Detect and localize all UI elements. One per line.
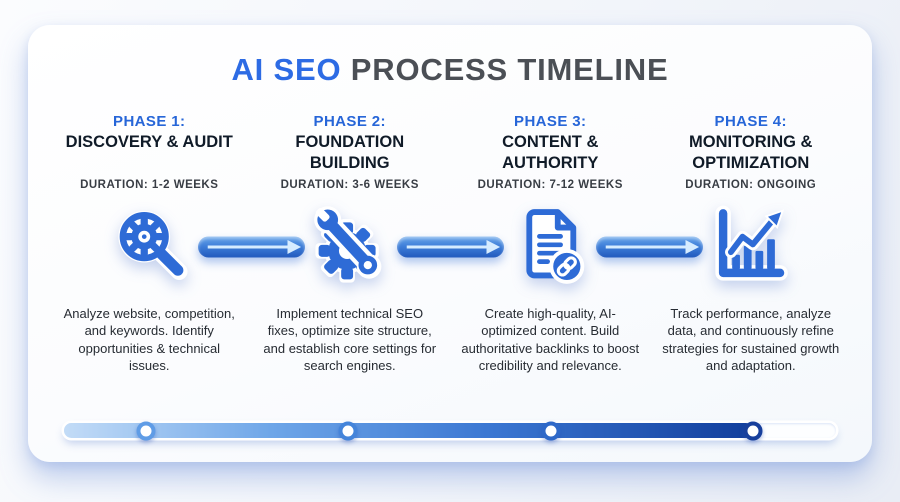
arrow-right-icon: [197, 236, 305, 258]
phase-4-icon-cell: [649, 199, 848, 295]
phase-1-label: PHASE 1:: [113, 113, 186, 131]
phase-2-title: FOUNDATION BUILDING: [295, 133, 405, 172]
phase-1-header: PHASE 1: DISCOVERY & AUDIT DURATION: 1-2…: [52, 113, 247, 191]
page-title: AI SEO PROCESS TIMELINE: [28, 52, 872, 87]
document-link-icon: [525, 209, 584, 284]
phase-3-icon-cell: [450, 199, 649, 295]
phase-3-title: CONTENT & AUTHORITY: [502, 133, 599, 172]
phase-2-duration: DURATION: 3-6 WEEKS: [280, 179, 419, 192]
phase-3-header: PHASE 3: CONTENT & AUTHORITY DURATION: 7…: [453, 113, 648, 191]
phase-2-label: PHASE 2:: [313, 113, 386, 131]
milestone-dot-4: [743, 421, 763, 440]
milestone-dot-1: [136, 421, 156, 440]
title-highlight: AI SEO: [231, 52, 342, 87]
phase-icons-row: [52, 199, 848, 295]
timeline-card: AI SEO PROCESS TIMELINE PHASE 1: DISCOVE…: [28, 25, 872, 462]
phase-2-header: PHASE 2: FOUNDATION BUILDING DURATION: 3…: [253, 113, 448, 191]
phase-1-icon-cell: [52, 199, 251, 295]
magnifier-gear-icon: [117, 210, 188, 281]
phase-4-header: PHASE 4: MONITORING & OPTIMIZATION DURAT…: [654, 113, 849, 191]
phase-4-label: PHASE 4:: [714, 113, 787, 131]
milestone-dot-2: [338, 421, 358, 440]
phase-1-duration: DURATION: 1-2 WEEKS: [80, 179, 219, 192]
phase-4-duration: DURATION: ONGOING: [685, 179, 817, 192]
progress-fill: [64, 423, 753, 438]
phase-1-description: Analyze website, competition, and keywor…: [63, 306, 235, 373]
wrench-gear-icon: [313, 206, 381, 283]
phase-1-title: DISCOVERY & AUDIT: [65, 133, 233, 152]
title-rest: PROCESS TIMELINE: [341, 52, 669, 87]
phase-headers: PHASE 1: DISCOVERY & AUDIT DURATION: 1-2…: [52, 113, 848, 191]
phase-4-description: Track performance, analyze data, and con…: [662, 306, 840, 373]
growth-chart-icon: [714, 205, 788, 281]
phase-2-icon-cell: [251, 199, 450, 295]
phase-descriptions: Analyze website, competition, and keywor…: [52, 305, 848, 374]
phase-3-description: Create high-quality, AI-optimized conten…: [461, 306, 640, 373]
phase-3-label: PHASE 3:: [514, 113, 587, 131]
phase-3-duration: DURATION: 7-12 WEEKS: [477, 179, 623, 192]
arrow-right-icon: [396, 236, 504, 258]
timeline-progress-bar: [64, 421, 836, 440]
phase-4-title: MONITORING & OPTIMIZATION: [689, 133, 813, 172]
milestone-dot-3: [541, 421, 561, 440]
arrow-right-icon: [595, 236, 703, 258]
phase-2-description: Implement technical SEO fixes, optimize …: [263, 306, 437, 373]
